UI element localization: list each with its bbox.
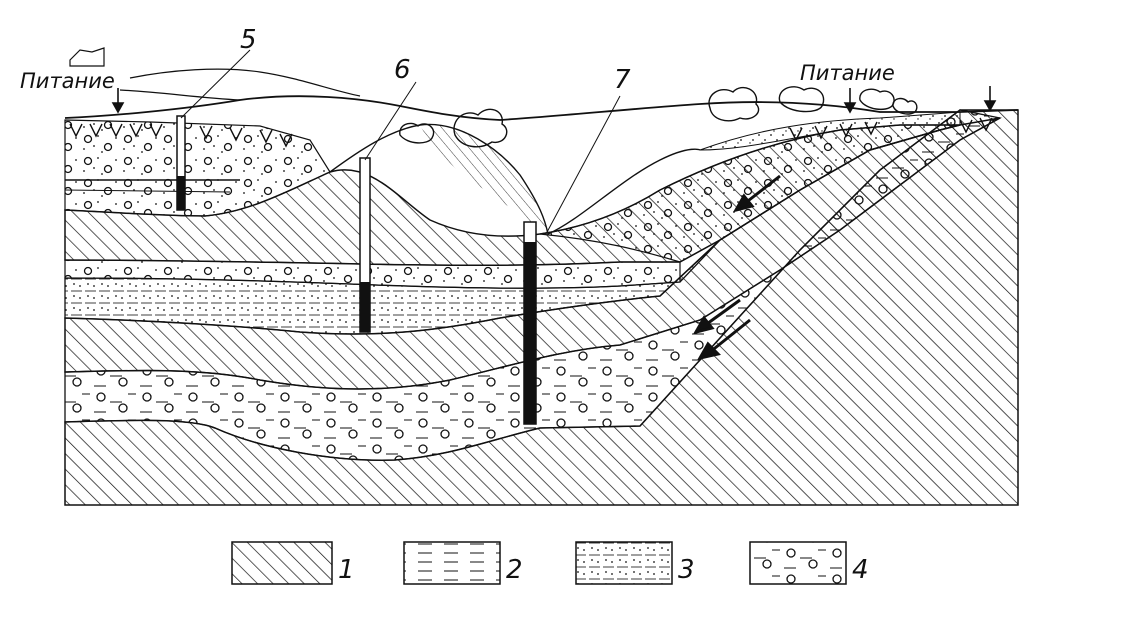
- legend: 1 2 3 4: [231, 541, 869, 585]
- well-7: [523, 95, 621, 425]
- recharge-label-left: Питание: [20, 69, 115, 93]
- recharge-label-right: Питание: [800, 61, 895, 85]
- legend-swatch-gravel: [749, 541, 847, 585]
- well-label-5: 5: [240, 25, 257, 55]
- well-label-7: 7: [614, 65, 631, 95]
- recharge-arrows: [111, 86, 997, 114]
- legend-label-1: 1: [338, 555, 355, 585]
- tree-icons: [399, 86, 918, 148]
- legend-label-3: 3: [678, 555, 695, 585]
- flow-arrows: [692, 174, 781, 361]
- well-6: [359, 81, 417, 333]
- legend-label-4: 4: [852, 555, 869, 585]
- infiltration-ticks: [69, 117, 993, 148]
- valley-hatch: [420, 124, 548, 234]
- legend-swatch-fine-sand: [575, 541, 673, 585]
- distant-hills: [119, 68, 361, 101]
- ground-surface-line: [64, 95, 1019, 121]
- well-label-6: 6: [394, 55, 411, 85]
- well-5: [176, 49, 251, 211]
- upper-sand-aquifer: [64, 119, 331, 217]
- legend-swatch-sand-lenses: [403, 541, 501, 585]
- legend-swatch-clay: [231, 541, 333, 585]
- legend-label-2: 2: [506, 555, 523, 585]
- village-icon: [69, 47, 105, 67]
